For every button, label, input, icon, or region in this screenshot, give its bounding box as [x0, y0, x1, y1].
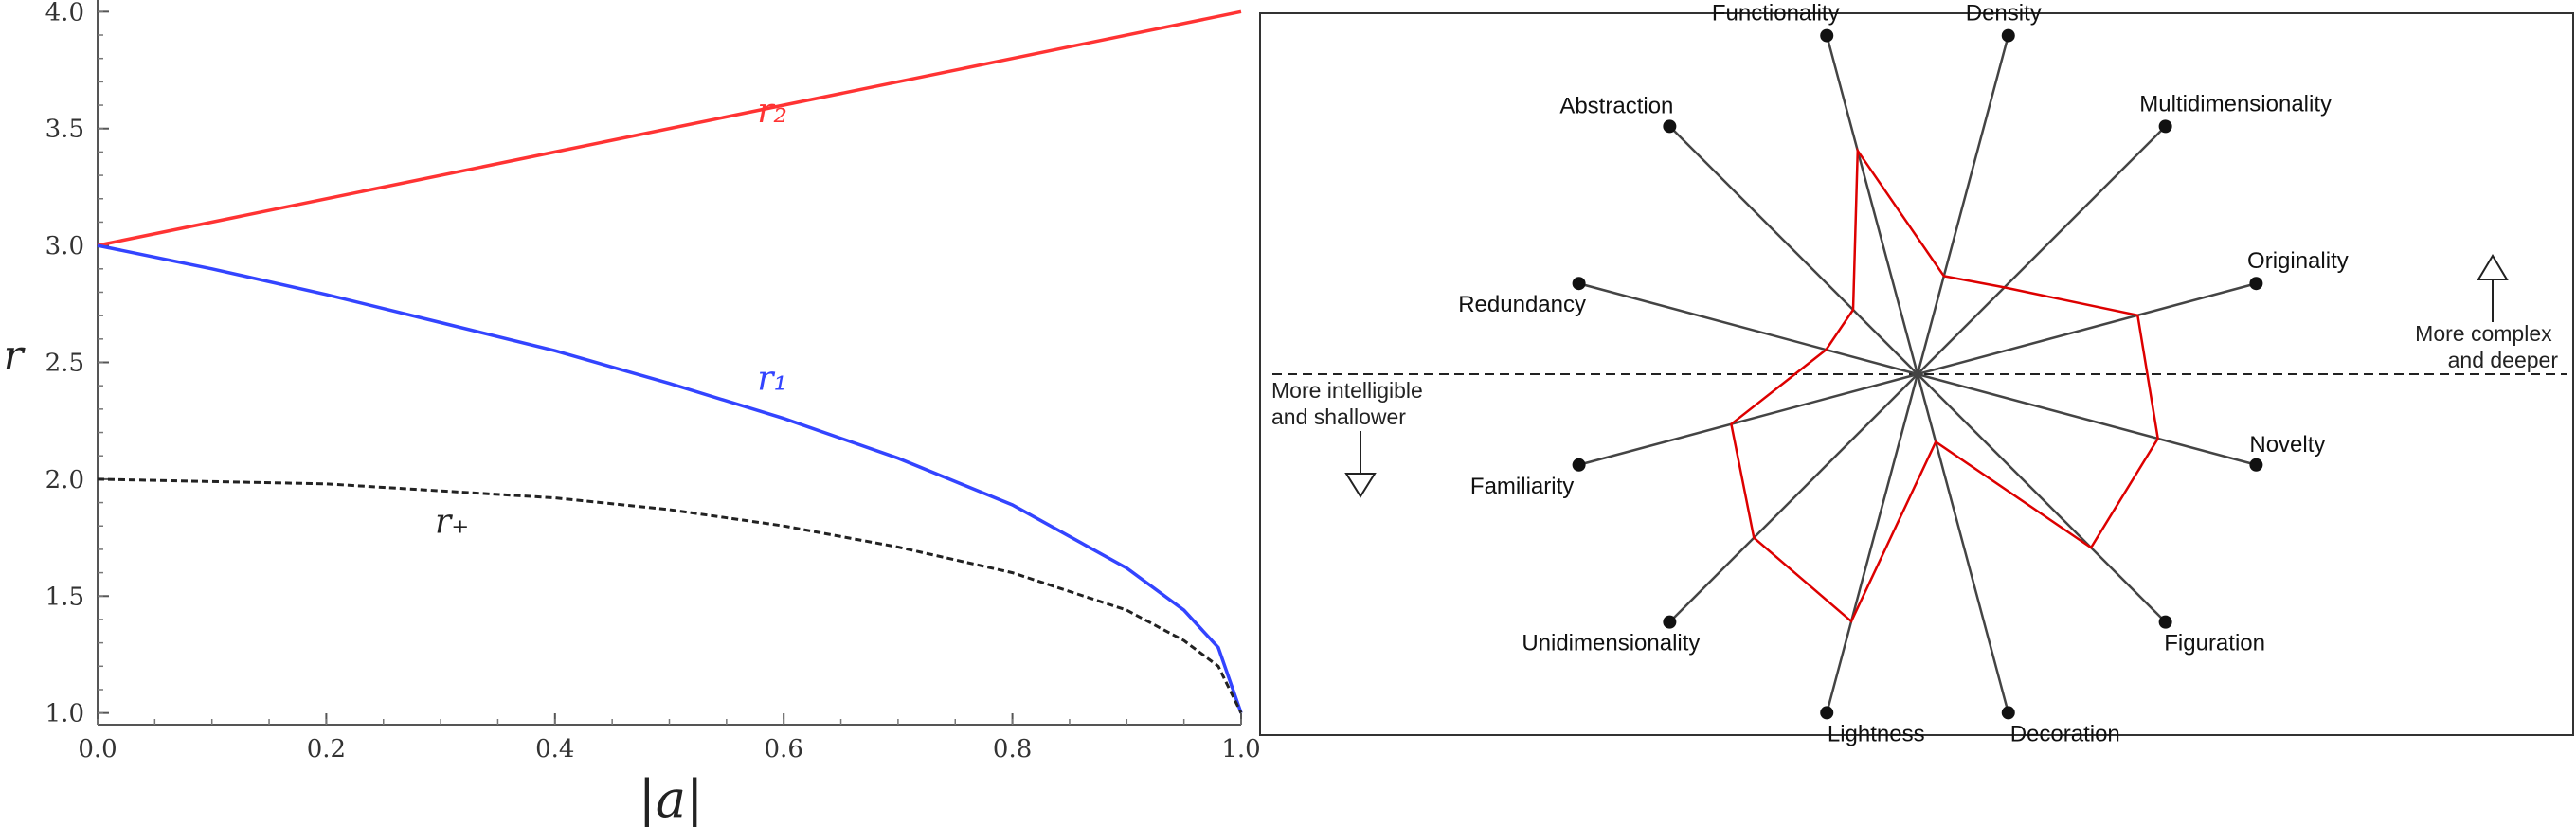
series-label: r₊ [435, 503, 469, 542]
spoke-unidimensionality [1668, 373, 1918, 623]
spoke-endpoint [2158, 615, 2172, 629]
axis-label-novelty: Novelty [2249, 432, 2325, 458]
radar-axis-labels: DensityMultidimensionalityOriginalityNov… [1458, 1, 2349, 747]
y-tick-label: 4.0 [45, 0, 84, 27]
x-axis-label: |a| [639, 769, 704, 827]
spoke-endpoint [2158, 119, 2172, 134]
x-tick-label: 0.0 [78, 735, 117, 764]
arrow-up-icon [2477, 254, 2509, 322]
spoke-lightness [1826, 373, 1919, 713]
radar-series-polygon [1730, 147, 2160, 623]
divider-top-text: More complex and deeper [2415, 321, 2558, 372]
y-tick-label: 2.5 [45, 350, 84, 378]
spoke-multidimensionality [1917, 125, 2167, 375]
spoke-decoration [1916, 373, 2009, 713]
axis-label-abstraction: Abstraction [1559, 93, 1673, 118]
spoke-redundancy [1578, 282, 1918, 376]
x-tick-label: 0.6 [765, 735, 803, 764]
series-line-r2 [97, 9, 1242, 247]
spoke-abstraction [1668, 125, 1918, 375]
spoke-density [1916, 35, 2009, 375]
axis-label-multidimensionality: Multidimensionality [2139, 91, 2332, 117]
series-line-r1 [97, 243, 1243, 714]
axis-label-decoration: Decoration [2010, 721, 2120, 746]
series-label: r₁ [757, 360, 787, 399]
radar-frame [1259, 12, 2574, 736]
spoke-novelty [1917, 372, 2257, 466]
line-chart-axes [97, 0, 1241, 726]
spoke-originality [1917, 282, 2257, 376]
spoke-functionality [1826, 35, 1919, 375]
spoke-endpoint [1663, 615, 1677, 629]
axis-label-figuration: Figuration [2164, 631, 2265, 656]
radar-polygon [1730, 147, 2160, 623]
spoke-familiarity [1578, 372, 1918, 466]
spoke-endpoint [2249, 277, 2263, 291]
axis-label-unidimensionality: Unidimensionality [1522, 631, 1700, 656]
axis-label-lightness: Lightness [1828, 721, 1925, 746]
x-tick-label: 0.2 [307, 735, 346, 764]
series-line-rplus [97, 477, 1243, 714]
x-tick-label: 0.8 [993, 735, 1032, 764]
spoke-figuration [1917, 373, 2167, 623]
axis-label-functionality: Functionality [1712, 1, 1840, 27]
spoke-endpoint [2001, 706, 2015, 720]
y-tick-label: 1.5 [45, 583, 84, 611]
axis-label-density: Density [1966, 1, 2042, 27]
spoke-endpoint [2249, 458, 2263, 472]
axis-label-familiarity: Familiarity [1470, 474, 1574, 499]
spoke-endpoint [2001, 28, 2015, 43]
axis-label-originality: Originality [2247, 248, 2349, 274]
series-label: r₂ [757, 92, 787, 131]
spoke-endpoint [1572, 277, 1586, 291]
radar-spokes [1572, 28, 2263, 720]
line-chart-ticks: 0.0 0.2 0.4 0.6 0.8 1.0 1.0 1.5 2.0 2.5 3.0 3.5 4.0 [45, 0, 1260, 764]
spoke-endpoint [1820, 28, 1834, 43]
y-tick-label: 2.0 [45, 466, 84, 494]
axis-label-redundancy: Redundancy [1458, 292, 1586, 317]
spoke-endpoint [1663, 119, 1677, 134]
x-tick-label: 1.0 [1221, 735, 1260, 764]
spoke-endpoint [1820, 706, 1834, 720]
x-tick-label: 0.4 [535, 735, 574, 764]
y-axis-label: r [3, 332, 26, 380]
line-chart-annotations: r₂ r₁ r₊ [435, 92, 787, 542]
y-tick-label: 3.0 [45, 232, 84, 261]
line-chart-series [97, 9, 1243, 714]
arrow-down-icon [1344, 431, 1377, 498]
spoke-endpoint [1572, 458, 1586, 472]
y-tick-label: 1.0 [45, 700, 84, 728]
y-tick-label: 3.5 [45, 116, 84, 144]
divider-bottom-text: More intelligible and shallower [1271, 378, 1429, 429]
